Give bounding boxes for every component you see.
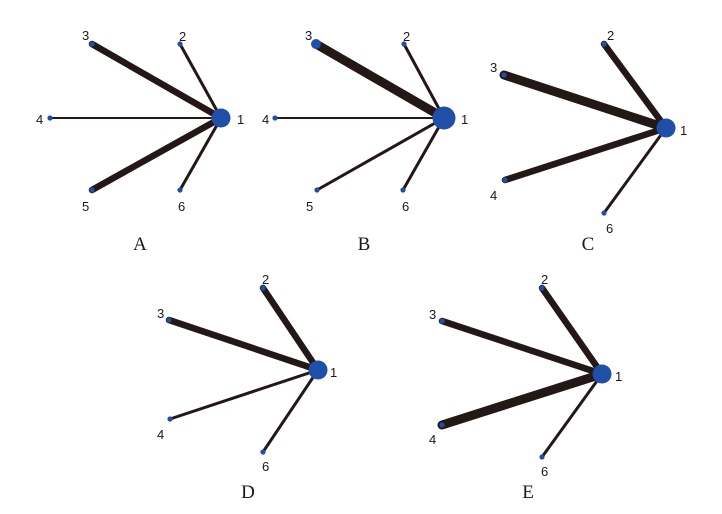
node-5 [314,187,320,193]
node-label-4: 4 [490,188,497,203]
panel-label-e: E [522,482,534,503]
node-label-4: 4 [262,112,269,127]
node-1 [656,118,676,138]
panel-e: 1 2 3 4 6E [429,272,622,503]
panel-b: 1 2 3 4 5 6B [262,28,468,255]
panel-a: 1 2 3 4 5 6A [36,28,244,255]
edge-1-4 [501,124,670,184]
node-2 [177,41,183,47]
panel-c: 1 2 3 4 6C [490,28,687,255]
edge-1-4 [437,369,607,430]
panel-label-b: B [358,234,371,255]
node-label-2: 2 [403,29,410,44]
edge-1-2 [259,284,322,374]
node-label-1: 1 [330,365,337,380]
node-2 [260,285,266,291]
edge-1-6 [261,368,320,454]
node-6 [260,449,266,455]
node-label-4: 4 [157,427,164,442]
node-label-3: 3 [305,28,312,43]
node-3 [89,41,95,47]
node-label-6: 6 [178,199,185,214]
node-label-6: 6 [606,221,613,236]
node-1 [592,364,612,384]
node-2 [539,285,545,291]
node-3 [439,318,445,324]
edge-1-6 [540,372,604,459]
node-label-3: 3 [490,60,497,75]
edge-1-6 [178,116,223,192]
node-3 [501,72,507,78]
edge-1-2 [538,284,606,378]
panel-d: 1 2 3 4 6D [157,272,337,503]
edge-1-5 [315,116,446,192]
edge-1-6 [401,116,446,192]
node-label-2: 2 [179,29,186,44]
edge-1-3 [88,40,225,122]
node-label-6: 6 [541,464,548,479]
node-label-6: 6 [262,459,269,474]
edge-1-3 [165,316,322,374]
edge-1-6 [602,126,668,215]
node-4 [167,416,173,422]
edge-1-3 [438,317,606,378]
node-3 [311,39,321,49]
node-label-1: 1 [461,112,468,127]
node-4 [272,115,278,121]
node-label-3: 3 [82,28,89,43]
node-3 [166,317,172,323]
panel-label-d: D [241,482,255,503]
node-6 [601,210,607,216]
node-6 [177,187,183,193]
node-2 [401,41,407,47]
node-1 [308,360,328,380]
node-label-3: 3 [157,306,164,321]
node-1 [432,106,456,130]
node-label-4: 4 [429,432,436,447]
panel-label-a: A [133,234,147,255]
node-5 [89,187,95,193]
node-label-5: 5 [82,199,89,214]
node-6 [400,187,406,193]
node-label-3: 3 [429,307,436,322]
node-2 [601,41,607,47]
edge-1-2 [178,42,223,120]
node-4 [47,115,53,121]
panel-label-c: C [582,234,595,255]
edge-1-5 [88,114,225,194]
node-label-2: 2 [541,272,548,287]
node-label-1: 1 [237,112,244,127]
node-label-1: 1 [615,369,622,384]
edge-1-2 [600,40,670,132]
edge-1-4 [168,368,320,421]
node-6 [539,454,545,460]
node-label-2: 2 [607,28,614,43]
node-1 [211,108,231,128]
node-label-5: 5 [306,199,313,214]
node-4 [502,177,508,183]
node-4 [439,422,445,428]
node-label-4: 4 [36,112,43,127]
edge-1-3 [311,39,449,123]
edge-1-3 [499,70,671,133]
edge-1-2 [402,42,446,120]
node-label-6: 6 [402,199,409,214]
node-label-2: 2 [262,272,269,287]
node-label-1: 1 [680,123,687,138]
